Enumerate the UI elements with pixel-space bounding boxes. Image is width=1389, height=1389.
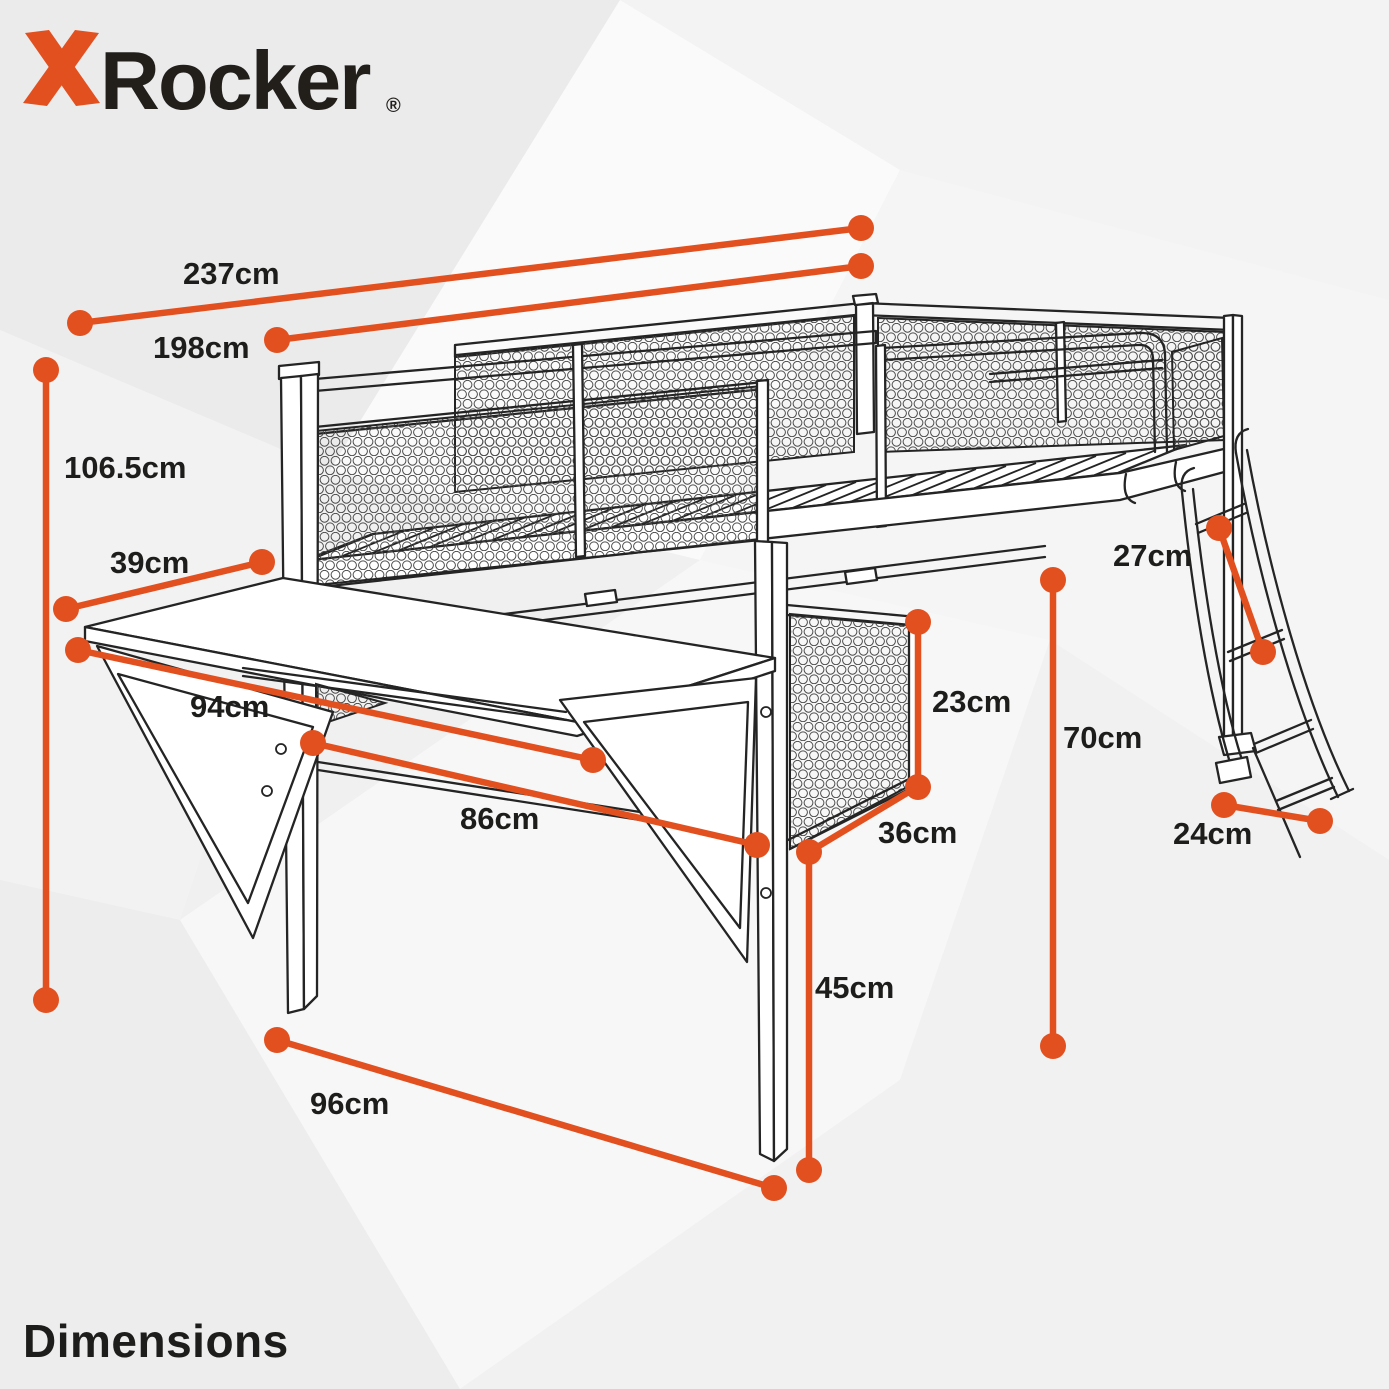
right-end-mesh-panel xyxy=(1170,336,1226,452)
dim-line-overall-length xyxy=(76,224,865,327)
dim-line-desk-depth xyxy=(62,558,266,613)
front-railing xyxy=(301,329,878,588)
dim-label-side-panel-width: 36cm xyxy=(878,815,957,850)
dim-line-desk-underside-width xyxy=(309,739,761,849)
dim-line-side-panel-width xyxy=(805,783,921,856)
brand-wordmark: Rocker xyxy=(100,34,371,127)
dim-label-underbed-clearance: 45cm xyxy=(815,970,894,1005)
dim-label-desk-underside-width: 86cm xyxy=(460,801,539,836)
dim-line-desk-width xyxy=(74,646,597,764)
dim-line-ladder-rung-spacing xyxy=(1215,524,1267,656)
ladder xyxy=(1180,427,1355,859)
dimension-lines xyxy=(33,215,1333,1201)
dimension-labels: 237cm 198cm 106.5cm 39cm 94cm 86cm 96cm … xyxy=(64,256,1252,1121)
page-title: Dimensions xyxy=(23,1315,289,1367)
dim-line-ladder-foot-width xyxy=(1220,801,1324,825)
dim-label-desk-width: 94cm xyxy=(190,689,269,724)
right-post xyxy=(1217,313,1258,757)
dim-label-ladder-rung-spacing: 27cm xyxy=(1113,538,1192,573)
dim-line-underbed-floor-length xyxy=(273,1036,778,1192)
dim-label-overall-height: 106.5cm xyxy=(64,450,186,485)
x-mark-icon xyxy=(23,30,100,106)
dim-label-desk-depth: 39cm xyxy=(110,545,189,580)
dimension-endpoints xyxy=(33,215,1333,1201)
dim-line-bed-length xyxy=(273,262,865,344)
dim-label-frame-underside-height: 70cm xyxy=(1063,720,1142,755)
dim-label-overall-length: 237cm xyxy=(183,256,280,291)
back-post xyxy=(851,292,880,436)
dim-label-bed-length: 198cm xyxy=(153,330,250,365)
registered-trademark: ® xyxy=(386,95,401,117)
dim-label-side-panel-height: 23cm xyxy=(932,684,1011,719)
dim-label-ladder-foot-width: 24cm xyxy=(1173,816,1252,851)
brand-logo: Rocker ® xyxy=(23,30,401,127)
dim-label-underbed-floor-length: 96cm xyxy=(310,1086,389,1121)
